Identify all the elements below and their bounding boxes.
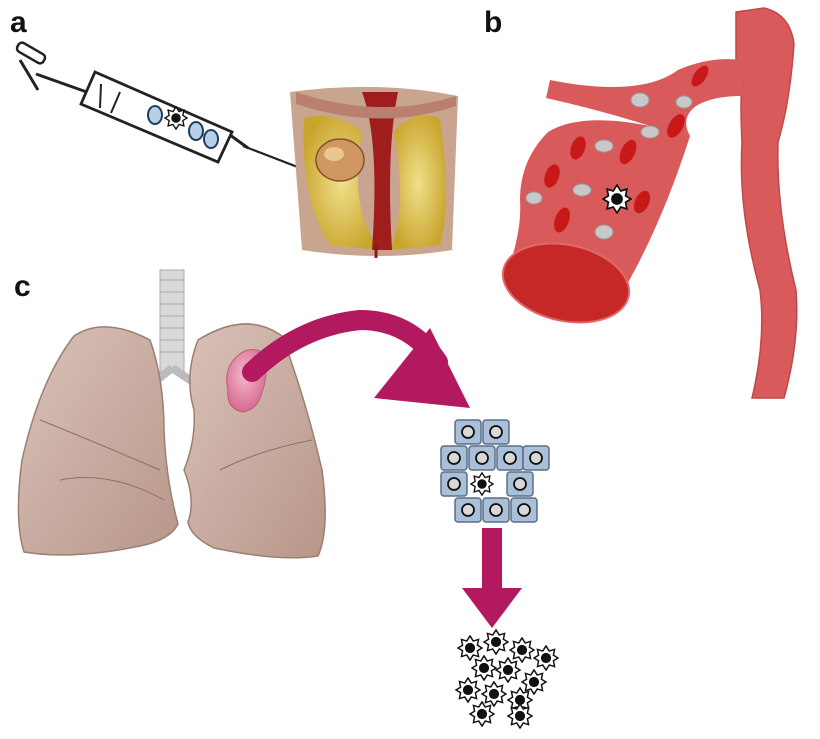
tissue-cell (482, 497, 510, 523)
circulating-tumor-cell (533, 645, 559, 671)
tissue-cell (506, 471, 534, 497)
tissue-cell (440, 445, 468, 471)
red-blood-cells (544, 65, 709, 233)
platelets (525, 92, 693, 240)
circulating-tumor-cell (495, 657, 521, 683)
circulating-tumor-cell (471, 655, 497, 681)
tissue-cell (510, 497, 538, 523)
circulating-tumor-cell (509, 637, 535, 663)
tissue-cell (482, 419, 510, 445)
panel-b-label: b (484, 6, 503, 39)
circulating-tumor-cell (481, 681, 507, 707)
lungs-icon (17, 269, 326, 559)
panel-c-label: c (14, 270, 31, 303)
blood-vessel-icon (501, 7, 798, 399)
metastasis-arrow (242, 309, 470, 408)
tumor-tissue-cluster (440, 419, 550, 523)
circulating-tumor-cell (507, 703, 533, 729)
circulating-tumor-cell (521, 669, 547, 695)
panel-a-label: a (10, 6, 27, 39)
circulating-tumor-cell (457, 635, 483, 661)
prostate-anatomy-icon (290, 86, 458, 258)
tissue-cell (454, 419, 482, 445)
circulating-tumor-cell (483, 629, 509, 655)
circulating-tumor-cell-cluster (455, 629, 559, 729)
tissue-cell (468, 445, 496, 471)
tissue-cell (522, 445, 550, 471)
circulating-tumor-cell (469, 701, 495, 727)
tissue-cell (496, 445, 524, 471)
syringe-icon (15, 41, 327, 180)
tissue-cell (454, 497, 482, 523)
tissue-cancer-cell (470, 472, 494, 496)
down-arrow (462, 528, 522, 628)
circulating-tumor-cell (455, 677, 481, 703)
tissue-cell (440, 471, 468, 497)
